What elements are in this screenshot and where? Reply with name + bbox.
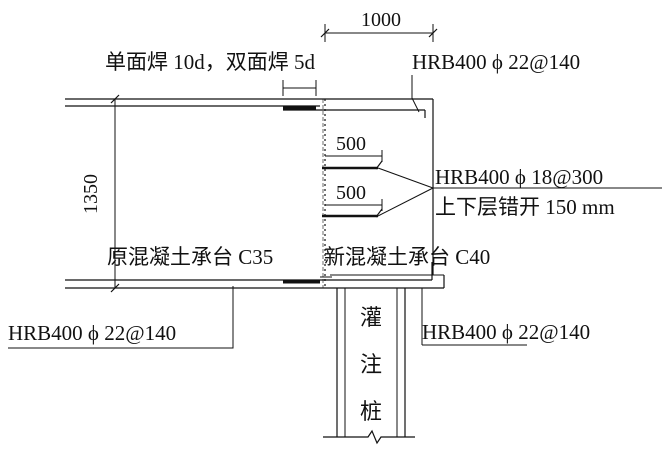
new-concrete-cap-label: 新混凝土承台 C40 bbox=[324, 245, 490, 269]
top-rebar-leader bbox=[411, 75, 420, 113]
pile-break-line bbox=[323, 429, 415, 445]
bottom-right-rebar-label: HRB400 ϕ 22@140 bbox=[422, 320, 590, 344]
top-dimension: 1000 bbox=[320, 9, 438, 42]
weld-length-note: 单面焊 10d，双面焊 5d bbox=[105, 50, 315, 74]
height-dimension: 1350 bbox=[80, 94, 120, 293]
bottom-right-rebar-callout: HRB400 ϕ 22@140 bbox=[421, 288, 590, 346]
dowel-label-group: HRB400 ϕ 18@300 上下层错开 150 mm bbox=[377, 165, 662, 219]
dowel-bars: 500 500 bbox=[322, 133, 383, 218]
weld-length-marker bbox=[282, 80, 317, 96]
top-rebar bbox=[65, 105, 426, 118]
pile-label-char-2: 注 bbox=[360, 352, 382, 377]
dowel-spacing-upper: 500 bbox=[336, 133, 366, 155]
pile-label-char-3: 桩 bbox=[360, 399, 382, 424]
old-concrete-cap-label: 原混凝土承台 C35 bbox=[107, 245, 273, 269]
height-dimension-value: 1350 bbox=[80, 174, 102, 214]
pile-label-char-1: 灌 bbox=[360, 305, 382, 330]
pile-cap-outline bbox=[65, 98, 445, 289]
bottom-left-rebar-label: HRB400 ϕ 22@140 bbox=[8, 321, 176, 345]
bored-pile: 灌 注 桩 bbox=[323, 288, 415, 445]
dowel-spacing-lower: 500 bbox=[336, 182, 366, 204]
dowel-stagger-note: 上下层错开 150 mm bbox=[435, 195, 615, 219]
bottom-rebar bbox=[65, 262, 433, 284]
dowel-rebar-label: HRB400 ϕ 18@300 bbox=[435, 165, 603, 189]
top-rebar-label: HRB400 ϕ 22@140 bbox=[412, 50, 580, 74]
bottom-left-rebar-callout: HRB400 ϕ 22@140 bbox=[8, 286, 234, 349]
top-dimension-value: 1000 bbox=[361, 9, 401, 31]
